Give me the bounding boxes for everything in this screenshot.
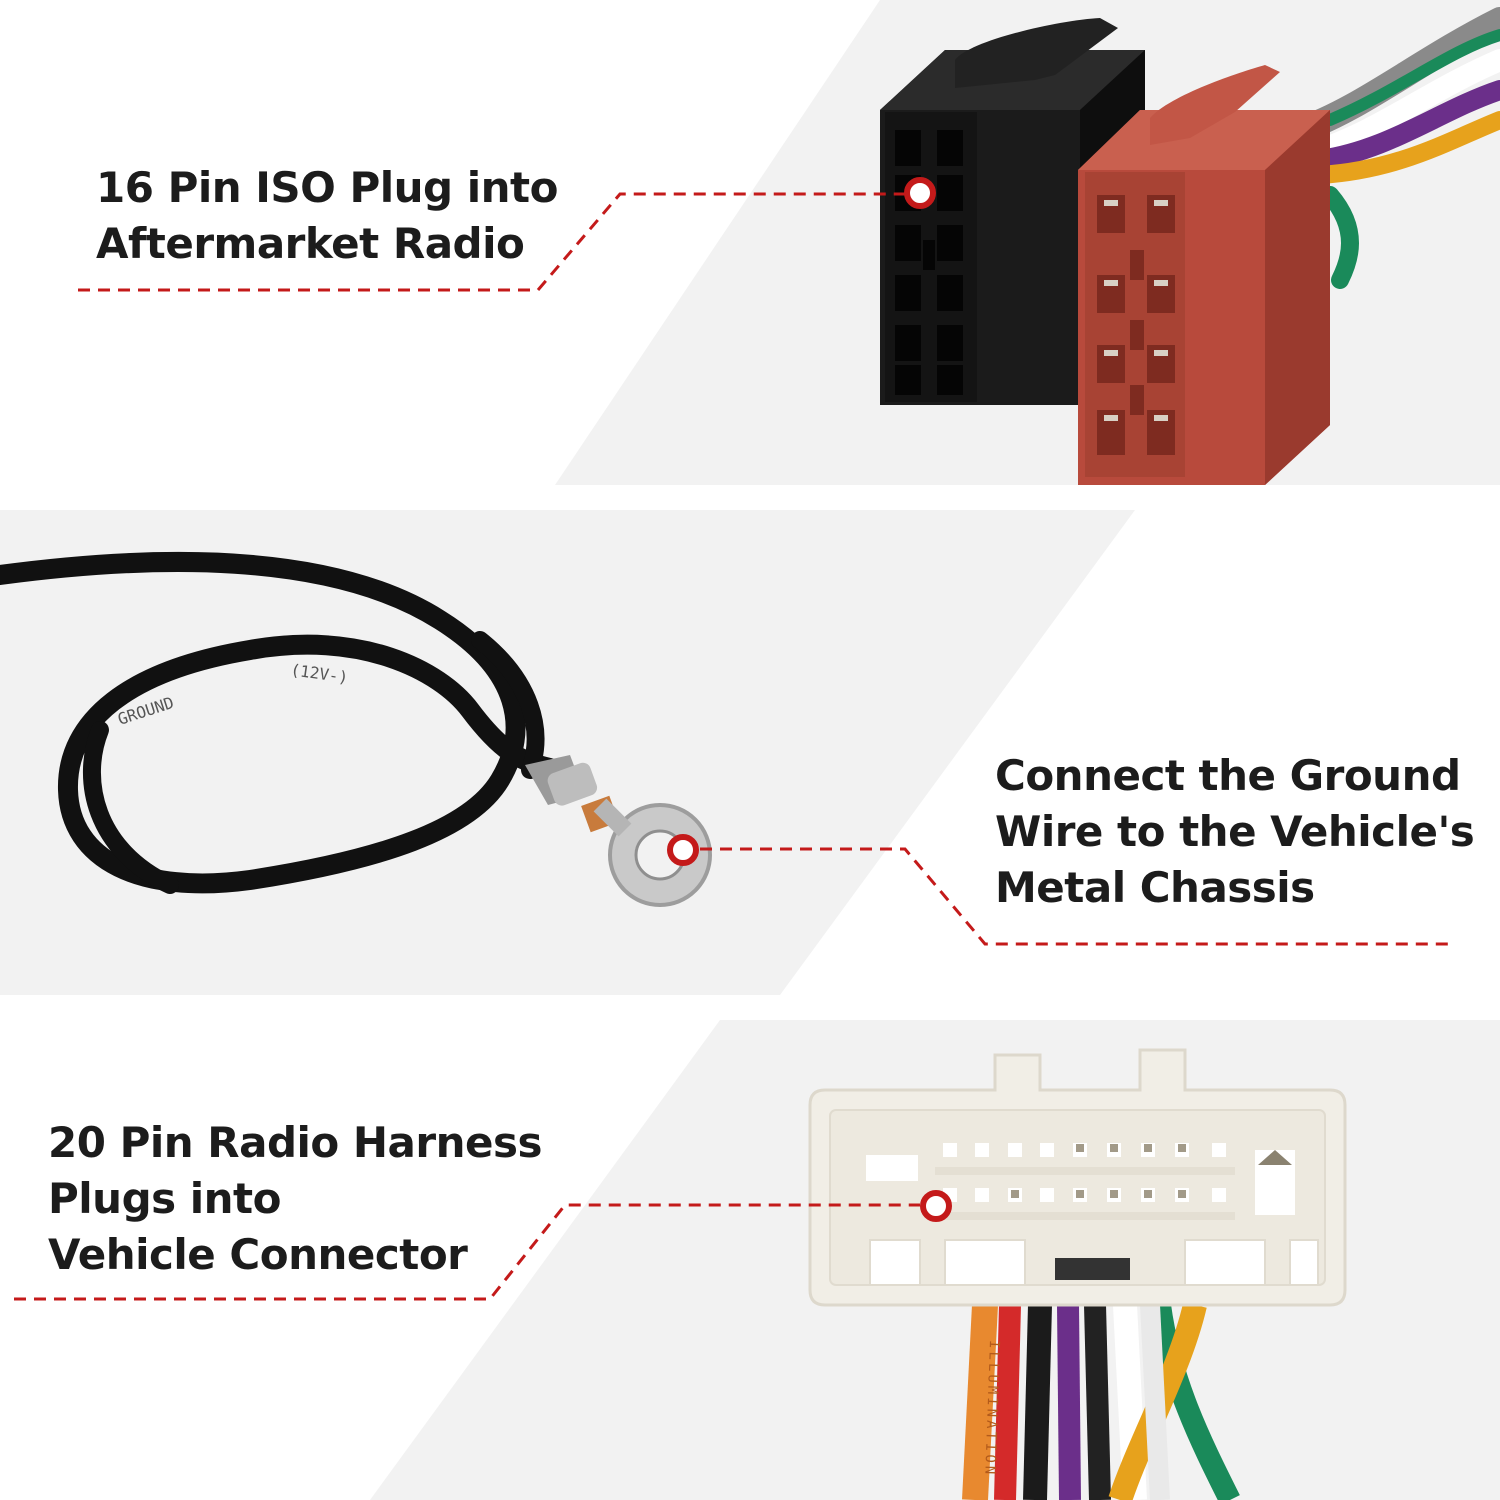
wire-print-illumination: ILLUMINATION bbox=[981, 1340, 1002, 1478]
callout-line: Vehicle Connector bbox=[48, 1230, 468, 1279]
harness-connector-panel: ILLUMINATION bbox=[0, 1000, 1500, 1500]
background-band bbox=[0, 510, 1135, 995]
iso-plug-illustration bbox=[78, 0, 1500, 485]
callout-line: Aftermarket Radio bbox=[96, 219, 525, 268]
callout-line: 20 Pin Radio Harness bbox=[48, 1118, 542, 1167]
latch-tabs bbox=[869, 1239, 1319, 1286]
callout-pointer-3 bbox=[14, 1190, 952, 1301]
callout-line: Wire to the Vehicle's bbox=[995, 807, 1475, 856]
ground-wire-illustration: GROUND (12V-) bbox=[0, 510, 1452, 995]
white-harness-connector bbox=[808, 1048, 1347, 1307]
callout-pointer-1 bbox=[78, 177, 936, 292]
callout-line: 16 Pin ISO Plug into bbox=[96, 163, 558, 212]
callout-line: Connect the Ground bbox=[995, 751, 1461, 800]
callout-line: Plugs into bbox=[48, 1174, 281, 1223]
callout-text-harness: 20 Pin Radio Harness Plugs into Vehicle … bbox=[48, 1115, 542, 1283]
iso-plug-panel: 16 Pin ISO Plug into Aftermarket Radio bbox=[0, 0, 1500, 500]
iso-wire-bundle bbox=[1287, 7, 1500, 289]
ground-wire-panel: GROUND (12V-) Connect the Ground Wire to… bbox=[0, 500, 1500, 1000]
ground-wire-coil bbox=[0, 552, 560, 894]
callout-line: Metal Chassis bbox=[995, 863, 1315, 912]
callout-text-ground-wire: Connect the Ground Wire to the Vehicle's… bbox=[995, 748, 1475, 916]
harness-connector-illustration: ILLUMINATION bbox=[14, 1020, 1500, 1500]
red-iso-connector bbox=[1078, 65, 1330, 485]
callout-text-iso-plug: 16 Pin ISO Plug into Aftermarket Radio bbox=[96, 160, 558, 272]
callout-pointer-2 bbox=[667, 834, 1452, 946]
harness-wire-bundle bbox=[962, 1302, 1240, 1500]
